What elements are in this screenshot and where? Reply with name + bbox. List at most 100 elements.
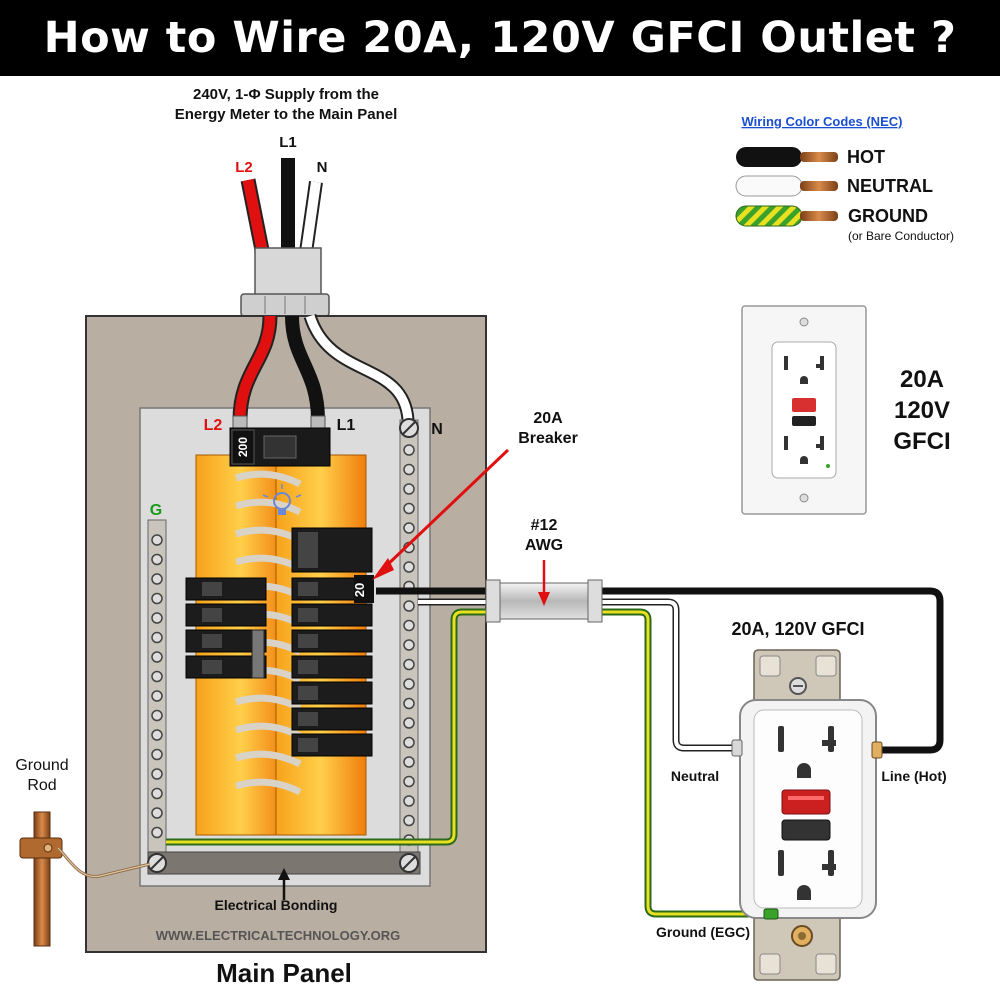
neutral-bar-screw <box>403 522 415 534</box>
main-panel-caption: Main Panel <box>216 958 352 988</box>
breaker-left-toggle <box>202 582 222 596</box>
supply-label-line1: 240V, 1-Φ Supply from the <box>193 86 379 103</box>
supply-l2-label: L2 <box>235 159 253 176</box>
branch-breakers <box>185 527 373 757</box>
ground-bar-screw <box>151 729 163 741</box>
bonding-screw-left <box>147 853 167 873</box>
strap-screw-top <box>789 677 807 695</box>
neutral-bar-screw <box>403 639 415 651</box>
cable-connector <box>254 247 322 297</box>
ground-rod-label-line1: Ground <box>15 757 68 774</box>
line-terminal <box>871 741 883 759</box>
ground-bar-screw <box>151 807 163 819</box>
strap-screw-bottom <box>791 925 813 947</box>
outlet-reset-button[interactable] <box>781 819 831 841</box>
breaker-left <box>185 577 267 601</box>
breaker-right-toggle <box>298 532 318 568</box>
breaker-left-toggle <box>202 634 222 648</box>
ground-rod <box>33 811 51 947</box>
ground-rod-label-line2: Rod <box>27 777 56 794</box>
neutral-bar-screw <box>403 697 415 710</box>
breaker-right-toggle <box>298 634 318 648</box>
panel-l1-wire <box>285 315 325 421</box>
bus-finger <box>234 498 302 516</box>
gfci-rating-line2: 120V <box>894 397 950 424</box>
ground-bar-screw <box>151 748 163 761</box>
breaker-right-toggle <box>298 582 318 596</box>
bus-finger <box>234 694 302 712</box>
outlet-line-label: Line (Hot) <box>881 768 946 784</box>
legend-heading: Wiring Color Codes (NEC) <box>742 114 903 129</box>
legend-ground-label: GROUND <box>848 206 928 226</box>
ground-bar-screw <box>151 612 163 624</box>
branch-hot-wire <box>376 587 944 754</box>
neutral-bar-screw <box>403 678 415 690</box>
neutral-terminal <box>731 739 743 757</box>
gfci-reset-button[interactable] <box>792 416 816 426</box>
outlet-test-button[interactable] <box>781 789 831 815</box>
supply-l1-label: L1 <box>279 134 297 151</box>
cable-label-line1: #12 <box>531 517 558 534</box>
legend-hot-label: HOT <box>847 147 885 167</box>
branch-breaker-20a <box>354 575 374 603</box>
neutral-bar-screw <box>403 658 415 671</box>
neutral-bar-screw <box>403 619 415 632</box>
panel-l2-label: L2 <box>204 417 223 434</box>
ground-bar-screw <box>151 534 163 546</box>
ground-bar-screw <box>151 768 163 780</box>
breaker-left <box>185 603 267 627</box>
breaker-right-toggle <box>298 660 318 674</box>
gfci-rating-line3: GFCI <box>893 428 950 455</box>
legend-ground-note: (or Bare Conductor) <box>848 229 954 243</box>
ground-bar-screw <box>151 592 163 605</box>
neutral-bar-screw <box>403 717 415 729</box>
terminal-screw-n <box>399 418 419 438</box>
outlet-title: 20A, 120V GFCI <box>731 619 864 639</box>
outlet-ground-label: Ground (EGC) <box>656 924 750 940</box>
ground-bar-screw <box>151 573 163 585</box>
breaker-right-toggle <box>298 608 318 622</box>
panel-g-label: G <box>150 502 162 519</box>
breaker-callout-line1: 20A <box>533 410 563 427</box>
breaker-right-toggle <box>298 712 318 726</box>
breaker-left-toggle <box>202 608 222 622</box>
neutral-bar-screw <box>403 736 415 749</box>
neutral-bar-screw <box>403 814 415 827</box>
ground-bar-screw <box>151 670 163 683</box>
ground-bar-screws <box>151 534 163 839</box>
branch-neutral-wire <box>418 600 738 750</box>
neutral-bar-screw <box>403 775 415 788</box>
bus-finger <box>234 750 302 768</box>
ground-terminal <box>763 908 779 920</box>
bus-finger <box>234 778 302 796</box>
legend-neutral-wire-icon <box>735 175 838 197</box>
outlet-neutral-label: Neutral <box>671 768 719 784</box>
ground-bar-screw <box>151 826 163 839</box>
ground-bar-screw <box>151 651 163 663</box>
ground-bar-screw <box>151 553 163 566</box>
supply-label-line2: Energy Meter to the Main Panel <box>175 106 398 123</box>
breaker-callout-line2: Breaker <box>518 430 578 447</box>
neutral-bar-screw <box>403 502 415 515</box>
gfci-test-button[interactable] <box>792 398 816 412</box>
legend-hot-wire-icon <box>736 147 838 167</box>
neutral-bar-screw <box>403 756 415 768</box>
neutral-bar-screw <box>403 483 415 495</box>
neutral-bar-screw <box>403 795 415 807</box>
neutral-bar-screw <box>403 600 415 612</box>
bonding-label: Electrical Bonding <box>215 897 338 913</box>
lightbulb-icon <box>262 484 302 515</box>
gfci-rating-line1: 20A <box>900 366 944 393</box>
panel-n-label: N <box>431 421 443 438</box>
ground-bar-screw <box>151 709 163 722</box>
ground-bar-screw <box>151 631 163 644</box>
ground-bar-screw <box>151 787 163 800</box>
neutral-bar-screws <box>403 444 415 846</box>
page-title: How to Wire 20A, 120V GFCI Outlet ? <box>0 0 1000 76</box>
legend-ground-wire-icon <box>735 205 838 227</box>
main-breaker-rating: 200 <box>236 437 250 457</box>
neutral-bar-screw <box>403 463 415 476</box>
neutral-bar-screw <box>403 444 415 456</box>
